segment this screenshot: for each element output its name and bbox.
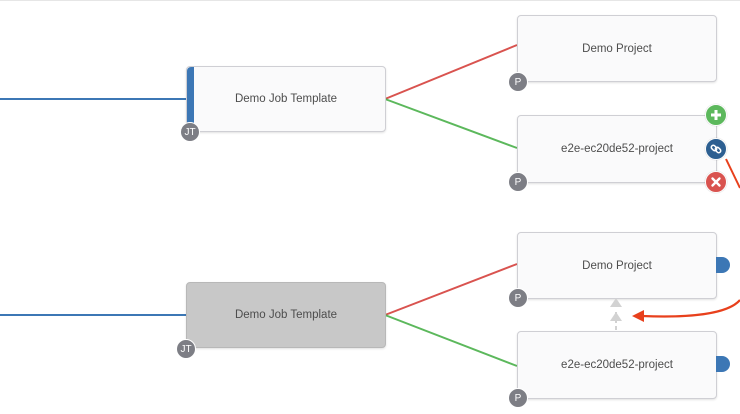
add-node-button[interactable]: [705, 104, 727, 126]
node-label: Demo Job Template: [234, 93, 338, 105]
project-node-bottom-2[interactable]: e2e-ec20de52-project: [517, 331, 717, 399]
project-type-badge: P: [508, 72, 528, 92]
success-edge-bottom: [384, 314, 518, 367]
link-icon: [710, 144, 722, 154]
node-status-dot: [716, 356, 730, 372]
node-label: Demo Project: [582, 259, 652, 272]
node-selected-accent: [187, 67, 194, 131]
node-label: Demo Project: [582, 42, 652, 55]
node-label: e2e-ec20de52-project: [561, 359, 673, 371]
canvas-top-border: [0, 0, 740, 1]
delete-node-button[interactable]: [705, 171, 727, 193]
pending-link-arrow-up: [610, 312, 622, 321]
link-arrow-head: [632, 310, 644, 322]
times-icon: [711, 177, 721, 187]
node-label: e2e-ec20de52-project: [561, 143, 673, 155]
node-status-dot: [716, 257, 730, 273]
job-template-type-badge: JT: [176, 339, 196, 359]
project-node-bottom-1[interactable]: Demo Project: [517, 232, 717, 299]
link-node-button[interactable]: [705, 138, 727, 160]
success-edge-top: [384, 98, 518, 149]
link-arrow-bottom: [641, 299, 740, 318]
failure-edge-top: [384, 44, 518, 100]
project-node-top-1[interactable]: Demo Project: [517, 15, 717, 82]
job-template-node-top[interactable]: Demo Job Template: [186, 66, 386, 132]
job-template-node-bottom[interactable]: Demo Job Template: [186, 282, 386, 348]
project-type-badge: P: [508, 388, 528, 408]
node-label: Demo Job Template: [234, 309, 338, 321]
project-node-top-2[interactable]: e2e-ec20de52-project: [517, 115, 717, 183]
project-type-badge: P: [508, 172, 528, 192]
project-type-badge: P: [508, 288, 528, 308]
link-arrow-top: [725, 158, 740, 189]
pending-link-arrow-up: [610, 298, 622, 307]
job-template-type-badge: JT: [180, 122, 200, 142]
failure-edge-bottom: [384, 263, 518, 316]
plus-icon: [711, 110, 721, 120]
